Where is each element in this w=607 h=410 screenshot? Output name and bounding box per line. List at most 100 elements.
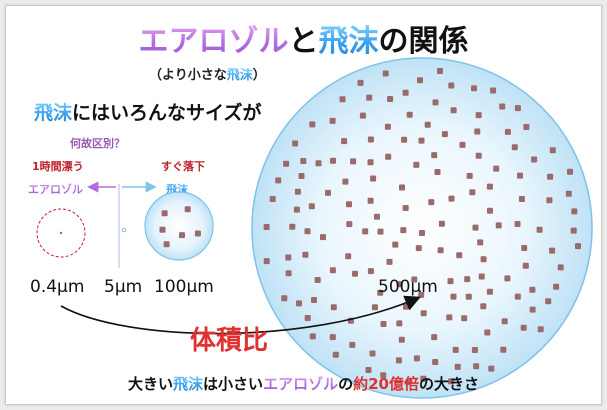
particle [329,267,336,274]
volume-ratio-label: 体積比 [190,326,269,356]
particle [314,277,321,283]
particle [486,288,493,295]
particle [292,140,299,147]
particle [565,190,572,197]
particle [456,252,463,259]
particle [315,160,322,167]
particle [431,152,438,159]
particle [424,121,431,128]
particle [396,281,403,288]
particle [431,334,438,341]
particle [308,203,315,210]
particle [521,245,528,251]
particle [484,329,491,336]
subtitle-close: ） [252,68,266,83]
particle [441,131,448,138]
particle [434,169,441,175]
particle [514,221,521,227]
particle [400,227,407,234]
particle [304,315,311,321]
particle [537,326,544,333]
particle [475,112,482,119]
particle [437,247,444,254]
conclusion-aerosol: エアロゾル [263,375,339,393]
particle [298,173,305,179]
large-droplet-circle [251,57,593,399]
particle [377,289,384,296]
particle [466,172,473,179]
conclusion-text: 大きい飛沫は小さいエアロゾルの約20億倍の大きさ [6,373,601,394]
particle [448,82,455,89]
particle [419,230,425,236]
particle [281,295,288,302]
aerosol-circle [36,208,86,258]
particle [514,293,521,300]
particle [325,189,331,196]
particle [474,128,481,135]
particle [285,254,292,261]
particle [367,197,374,204]
particle [428,199,435,206]
particle [352,270,358,277]
particle [448,378,455,385]
particle [380,372,387,379]
slide-title: エアロゾルと飛沫の関係 [6,24,601,60]
particle [320,234,326,241]
particle [402,89,409,96]
particle [359,112,366,119]
particle [486,183,493,190]
particle [480,303,487,310]
particle [432,359,439,365]
particle [300,158,307,164]
particle [367,159,374,166]
particle [567,168,573,175]
conclusion-e: の [338,375,354,393]
particle [283,160,290,167]
title-relation: の関係 [378,24,469,59]
particle [350,158,357,165]
particle [450,293,457,300]
particle [357,79,364,86]
particle [448,195,455,202]
heading-droplet: 飛沫 [34,102,73,124]
particle [480,256,487,263]
particle [309,333,316,340]
particle [471,347,478,353]
particle [575,243,581,250]
particle [413,355,420,362]
particle [490,87,497,94]
subtitle-droplet: 飛沫 [226,68,253,83]
particle [349,341,356,348]
slide: エアロゾルと飛沫の関係 （より小さな飛沫） 飛沫にはいろんなサイズが 何故区別？… [5,5,602,405]
particle [413,161,420,168]
particle [293,206,300,213]
particle [302,251,309,258]
particle [420,310,427,317]
particle [438,220,445,227]
particle [370,175,377,182]
particle [432,99,439,106]
particle [469,189,476,196]
aerosol-particle [59,231,63,235]
title-aerosol: エアロゾル [138,24,289,59]
particle [275,177,282,184]
particle [386,258,393,265]
size-comparison-figure [36,57,593,399]
particle [399,184,405,191]
particle [403,303,409,310]
conclusion-c: は小さい [203,375,264,393]
particle [367,268,374,275]
particle [420,375,427,382]
particle [329,334,336,341]
particle [518,196,525,202]
particle [382,70,389,77]
particle [529,306,536,313]
particle [546,197,553,204]
particle [385,153,392,160]
particle [446,314,453,321]
particle [517,172,523,179]
particle [362,228,369,235]
particle [406,111,413,118]
particle [545,298,552,305]
particle [159,226,166,233]
